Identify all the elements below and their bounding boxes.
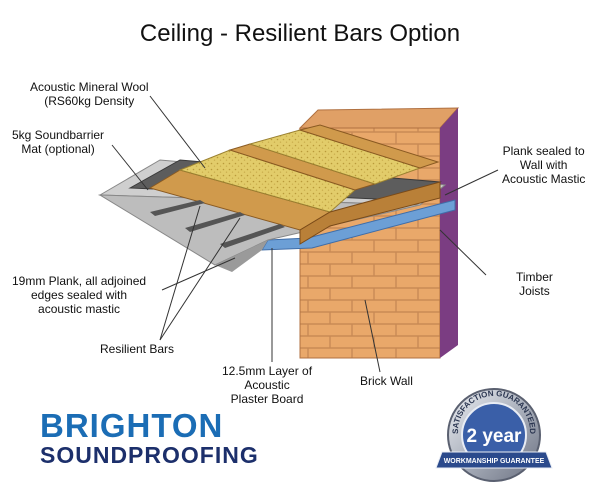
leader-resilient-bars-1 xyxy=(159,205,201,341)
label-soundbarrier: 5kg Soundbarrier Mat (optional) xyxy=(12,128,105,156)
label-plank-19mm: 19mm Plank, all adjoined edges sealed wi… xyxy=(12,274,147,316)
label-mineral-wool: Acoustic Mineral Wool (RS60kg Density xyxy=(30,80,149,108)
logo-line-1: BRIGHTON xyxy=(40,407,224,444)
leader-soundbarrier xyxy=(111,144,149,191)
brick-wall-top xyxy=(298,107,460,129)
leader-mineral-wool xyxy=(149,95,206,169)
timber-joists xyxy=(148,124,441,245)
brand-logo: BRIGHTON SOUNDPROOFING xyxy=(40,407,259,468)
label-brick-wall: Brick Wall xyxy=(360,374,413,388)
label-plaster-board: 12.5mm Layer of Acoustic Plaster Board xyxy=(222,364,313,406)
brick-wall-side xyxy=(440,108,458,358)
leader-plank-19mm xyxy=(161,257,236,291)
resilient-bar-1 xyxy=(150,200,205,216)
logo-line-2: SOUNDPROOFING xyxy=(40,442,259,468)
plank-edge xyxy=(215,240,268,272)
resilient-bar-2 xyxy=(185,212,245,232)
leader-lines xyxy=(111,95,499,373)
seal-center-text: 2 year xyxy=(467,426,523,447)
resilient-bars xyxy=(150,200,285,248)
label-timber-joists: Timber Joists xyxy=(516,270,553,298)
resilient-bar-3 xyxy=(220,224,285,248)
guarantee-seal: SATISFACTION GUARANTEED 2 year WORKMANSH… xyxy=(435,388,553,482)
seal-banner xyxy=(435,451,553,469)
seal-banner-text: WORKMANSHIP GUARANTEE xyxy=(444,458,545,465)
label-resilient-bars: Resilient Bars xyxy=(100,342,175,356)
leader-resilient-bars-2 xyxy=(159,217,241,341)
leader-plank-sealed xyxy=(444,169,499,196)
label-plank-sealed: Plank sealed to Wall with Acoustic Masti… xyxy=(502,144,586,186)
leader-brick-wall xyxy=(364,299,381,373)
joist-3 xyxy=(298,124,440,169)
joist-front xyxy=(299,181,441,245)
leader-timber-joists xyxy=(439,229,487,276)
page-title: Ceiling - Resilient Bars Option xyxy=(139,20,461,47)
